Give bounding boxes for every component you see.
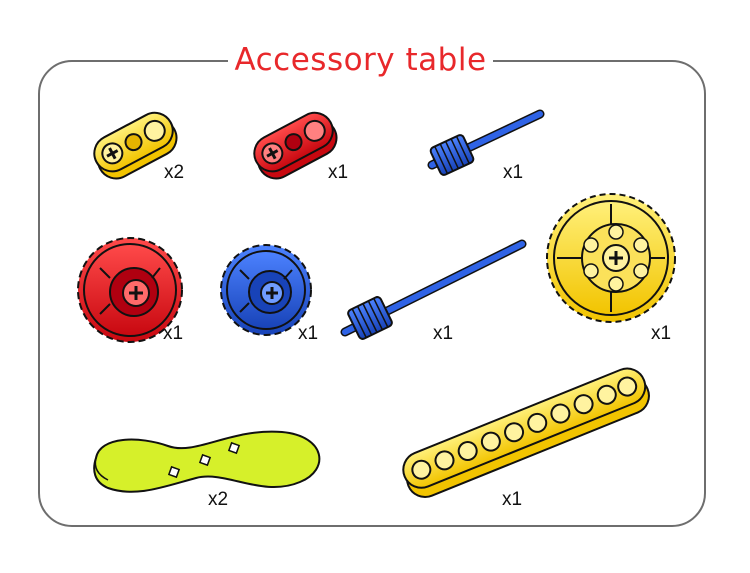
yellow-long-beam-icon [402, 367, 650, 498]
red-gear-icon [77, 237, 183, 343]
qty-yellow-large-gear: x1 [651, 323, 672, 344]
qty-red-small-beam: x1 [328, 162, 349, 183]
blue-gear-icon [220, 244, 312, 336]
blue-short-axle-gear-icon [427, 109, 545, 176]
blue-long-axle-gear-icon [340, 239, 527, 340]
page-title: Accessory table [228, 38, 493, 82]
qty-blue-long-axle: x1 [433, 323, 454, 344]
yellow-small-beam-icon [93, 111, 178, 180]
qty-blue-gear: x1 [298, 323, 319, 344]
qty-lime-propeller: x2 [208, 489, 229, 510]
qty-blue-short-axle: x1 [503, 162, 524, 183]
qty-yellow-long-beam: x1 [502, 489, 523, 510]
yellow-large-gear-icon [546, 193, 676, 323]
qty-yellow-small-beam: x2 [164, 162, 185, 183]
red-small-beam-icon [253, 111, 338, 180]
lime-propeller-icon [93, 430, 321, 493]
qty-red-gear: x1 [163, 323, 184, 344]
